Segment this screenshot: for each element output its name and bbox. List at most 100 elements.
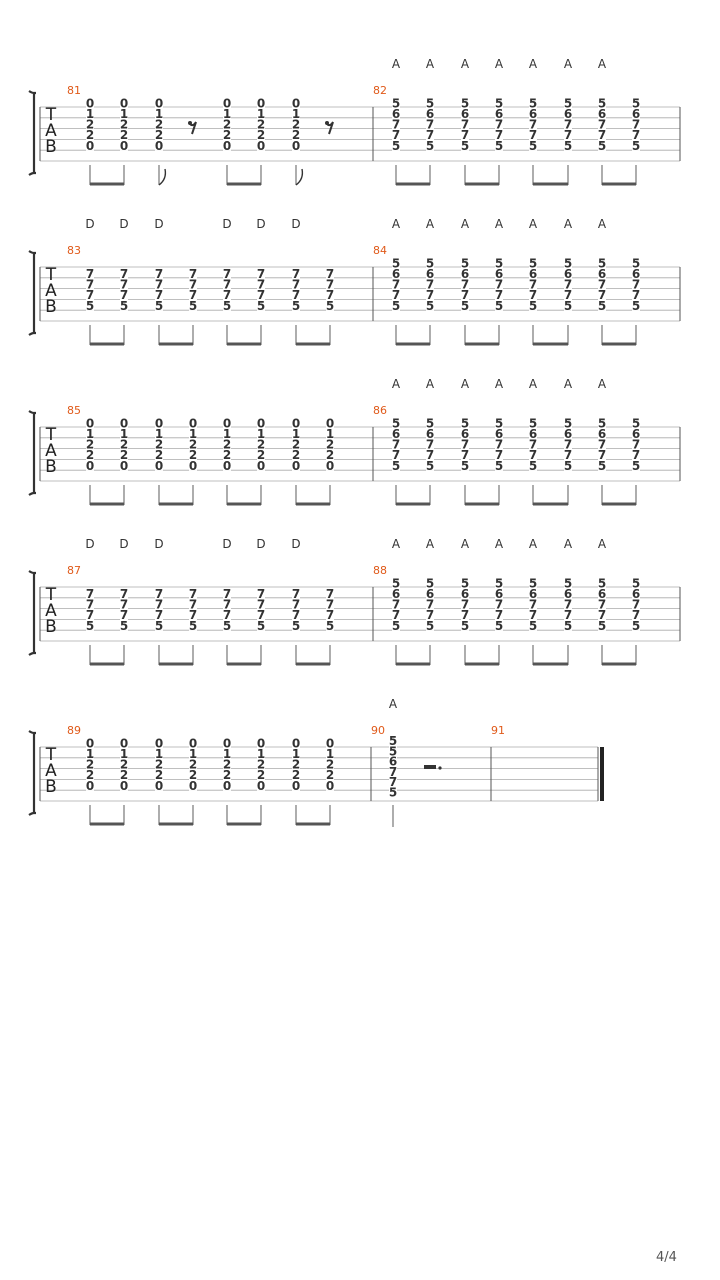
fret-bg <box>598 578 606 589</box>
fret-bg <box>598 620 606 631</box>
fret-number: 5 <box>392 459 400 473</box>
chord-label: A <box>598 217 607 231</box>
fret-number: 5 <box>461 256 469 270</box>
fret-number: 7 <box>564 118 572 132</box>
chord-label: A <box>392 217 401 231</box>
fret-number: 0 <box>223 96 231 110</box>
beam <box>465 662 499 666</box>
fret-bg <box>155 749 163 759</box>
tab-clef-letter: T <box>45 425 57 445</box>
fret-bg <box>189 780 197 791</box>
fret-number: 7 <box>223 288 231 302</box>
eighth-rest-dot <box>188 121 192 125</box>
fret-number: 6 <box>495 267 503 281</box>
fret-number: 7 <box>598 608 606 622</box>
fret-bg <box>392 599 400 610</box>
fret-number: 5 <box>564 576 572 590</box>
fret-number: 0 <box>189 416 197 430</box>
fret-number: 2 <box>292 128 300 142</box>
chord-label: A <box>495 57 504 71</box>
fret-number: 0 <box>223 459 231 473</box>
fret-number: 6 <box>461 587 469 601</box>
beam <box>90 182 124 186</box>
beam <box>465 502 499 506</box>
fret-bg <box>292 429 300 439</box>
fret-bg <box>461 460 469 471</box>
fret-number: 2 <box>120 438 128 452</box>
fret-number: 7 <box>564 288 572 302</box>
fret-number: 2 <box>120 448 128 462</box>
fret-bg <box>189 429 197 439</box>
fret-number: 7 <box>120 608 128 622</box>
fret-bg <box>326 269 334 279</box>
tab-clef-letter: T <box>45 105 57 125</box>
fret-number: 7 <box>632 598 640 612</box>
fret-number: 5 <box>529 96 537 110</box>
fret-number: 5 <box>392 256 400 270</box>
fret-bg <box>495 429 503 439</box>
fret-bg <box>392 279 400 290</box>
fret-number: 7 <box>426 118 434 132</box>
fret-number: 5 <box>120 619 128 633</box>
fret-number: 5 <box>461 576 469 590</box>
fret-number: 0 <box>292 736 300 750</box>
fret-bg <box>426 98 434 109</box>
fret-bg <box>598 599 606 610</box>
fret-number: 5 <box>389 786 397 800</box>
chord-label: A <box>529 537 538 551</box>
fret-number: 6 <box>564 107 572 121</box>
fret-bg <box>223 770 231 781</box>
fret-number: 5 <box>326 299 334 313</box>
fret-bg <box>564 599 572 610</box>
fret-number: 7 <box>392 118 400 132</box>
fret-bg <box>223 599 231 610</box>
fret-number: 7 <box>223 278 231 292</box>
fret-bg <box>426 269 434 279</box>
fret-number: 5 <box>495 619 503 633</box>
fret-bg <box>389 746 397 757</box>
fret-bg <box>461 109 469 119</box>
fret-number: 5 <box>389 744 397 758</box>
fret-bg <box>495 119 503 130</box>
fret-bg <box>223 269 231 279</box>
fret-number: 2 <box>120 118 128 132</box>
fret-bg <box>86 130 94 141</box>
fret-number: 0 <box>292 459 300 473</box>
fret-number: 7 <box>426 438 434 452</box>
fret-bg <box>632 290 640 301</box>
fret-number: 7 <box>292 608 300 622</box>
fret-number: 7 <box>529 598 537 612</box>
fret-bg <box>426 599 434 610</box>
fret-number: 0 <box>292 139 300 153</box>
fret-number: 6 <box>529 107 537 121</box>
fret-number: 5 <box>529 256 537 270</box>
fret-bg <box>292 290 300 301</box>
fret-number: 5 <box>529 139 537 153</box>
chord-label: A <box>564 217 573 231</box>
fret-bg <box>257 450 265 461</box>
fret-number: 7 <box>392 288 400 302</box>
fret-bg <box>86 140 94 151</box>
fret-number: 5 <box>564 416 572 430</box>
fret-bg <box>326 759 334 770</box>
fret-bg <box>598 300 606 311</box>
fret-number: 7 <box>120 267 128 281</box>
fret-bg <box>120 119 128 130</box>
fret-number: 7 <box>155 587 163 601</box>
fret-number: 1 <box>120 747 128 761</box>
fret-bg <box>257 599 265 610</box>
fret-bg <box>564 140 572 151</box>
chord-label: A <box>392 377 401 391</box>
fret-number: 0 <box>257 459 265 473</box>
fret-number: 2 <box>257 768 265 782</box>
fret-bg <box>155 109 163 119</box>
fret-bg <box>155 610 163 621</box>
fret-number: 5 <box>426 139 434 153</box>
fret-number: 7 <box>392 448 400 462</box>
fret-number: 7 <box>564 128 572 142</box>
fret-bg <box>564 98 572 109</box>
fret-bg <box>389 777 397 788</box>
fret-bg <box>529 300 537 311</box>
fret-number: 7 <box>120 278 128 292</box>
fret-number: 6 <box>632 587 640 601</box>
